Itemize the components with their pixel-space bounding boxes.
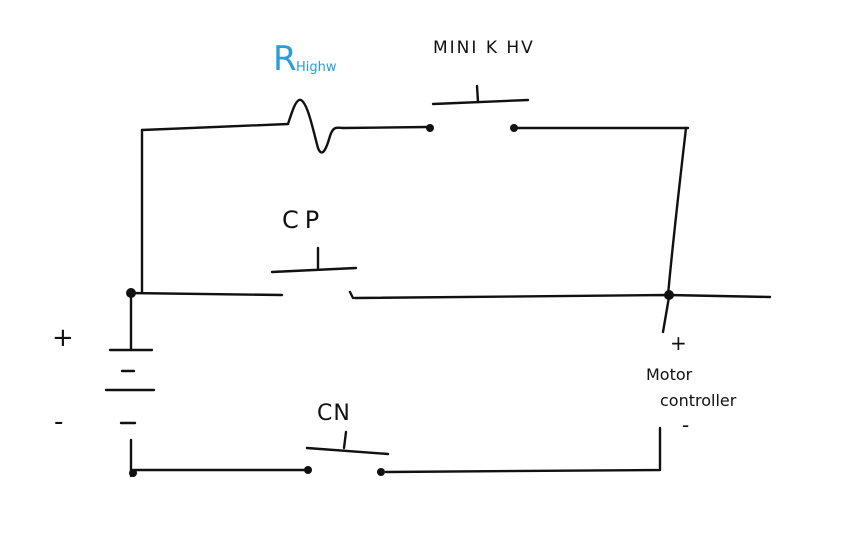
middle-left-wire [126, 291, 284, 297]
motor-minus-label: - [682, 413, 689, 437]
cn-left-contact [304, 466, 312, 474]
resistor-sub-label: Highw [296, 60, 337, 75]
top-wire-to-resistor [140, 122, 290, 132]
cn-right-contact [377, 468, 385, 476]
resistor-label: R [273, 39, 297, 79]
cn-switch-stem [342, 430, 348, 450]
resistor-to-minik-wire [341, 125, 430, 130]
motor-label-line2: controller [660, 391, 737, 410]
battery-minus-label: - [54, 407, 63, 437]
right-vertical-wire [666, 126, 688, 297]
battery-plus-label: + [52, 323, 74, 353]
cp-label: CP [282, 206, 325, 234]
cn-label: CN [317, 401, 351, 426]
minik-right-contact [510, 124, 518, 132]
motor-plus-lead [661, 295, 671, 334]
resistor-symbol [286, 98, 345, 154]
middle-right-wire [353, 293, 772, 300]
minik-switch-bar [431, 98, 530, 106]
minik-label: MINI K HV [433, 38, 535, 58]
cn-switch-bar [305, 446, 390, 456]
bottom-right-wire [384, 426, 662, 474]
right-junction-node [664, 290, 674, 300]
minik-left-contact [426, 124, 434, 132]
motor-label-line1: Motor [646, 365, 693, 384]
cp-switch-bar [270, 266, 358, 274]
motor-plus-label: + [670, 331, 687, 355]
cp-right-contact-stub [348, 290, 355, 300]
minik-switch-stem [475, 84, 480, 104]
